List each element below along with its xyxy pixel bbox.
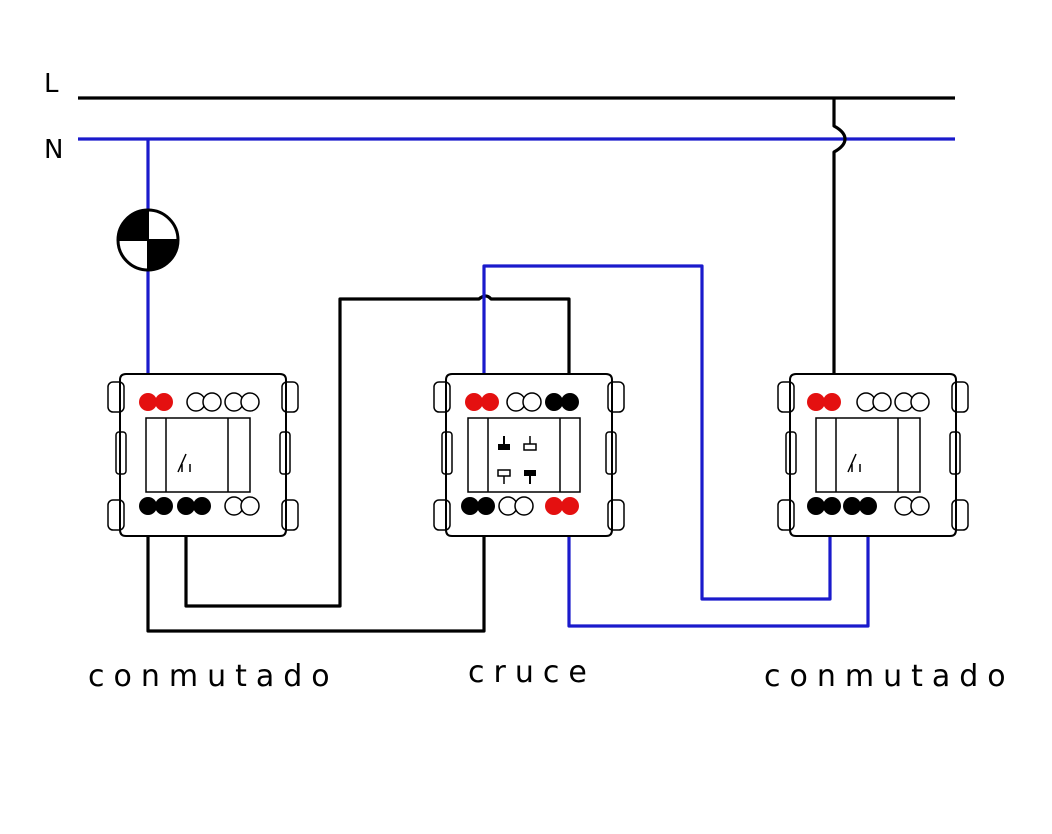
terminal-left-bottom-1 xyxy=(139,497,173,515)
terminal-right-top-2 xyxy=(856,392,892,412)
wire-traveller-blue-1 xyxy=(482,264,832,601)
wire-traveller-blue-2 xyxy=(567,506,870,628)
device-label-center: cruce xyxy=(468,655,596,690)
terminal-right-top-1 xyxy=(807,393,841,411)
terminal-right-bottom-1 xyxy=(807,497,841,515)
terminal-left-top-1 xyxy=(139,393,173,411)
terminal-left-top-2 xyxy=(186,392,222,412)
terminal-left-bottom-2 xyxy=(177,497,211,515)
switch-left xyxy=(107,373,299,537)
wire-traveller-black-1 xyxy=(146,506,486,633)
device-label-right: conmutado xyxy=(764,659,1015,694)
rail-label-n: N xyxy=(44,135,63,165)
lamp-symbol-icon xyxy=(116,208,180,272)
switch-center xyxy=(433,373,625,537)
terminal-left-bottom-3 xyxy=(224,496,260,516)
terminal-center-top-1 xyxy=(465,393,499,411)
terminal-right-top-3 xyxy=(894,392,930,412)
terminal-center-top-2 xyxy=(506,392,542,412)
wire-live-feed xyxy=(832,98,847,402)
switch-symbol-icon xyxy=(107,373,299,537)
switch-symbol-icon xyxy=(777,373,969,537)
terminal-center-bottom-1 xyxy=(461,497,495,515)
crossover-symbol-icon xyxy=(433,373,625,537)
terminal-right-bottom-3 xyxy=(894,496,930,516)
terminal-right-bottom-2 xyxy=(843,497,877,515)
terminal-center-bottom-3 xyxy=(545,497,579,515)
switch-right xyxy=(777,373,969,537)
terminal-center-top-3 xyxy=(545,393,579,411)
device-label-left: conmutado xyxy=(88,659,339,694)
terminal-center-bottom-2 xyxy=(498,496,534,516)
terminal-left-top-3 xyxy=(224,392,260,412)
rail-label-l: L xyxy=(44,69,59,99)
